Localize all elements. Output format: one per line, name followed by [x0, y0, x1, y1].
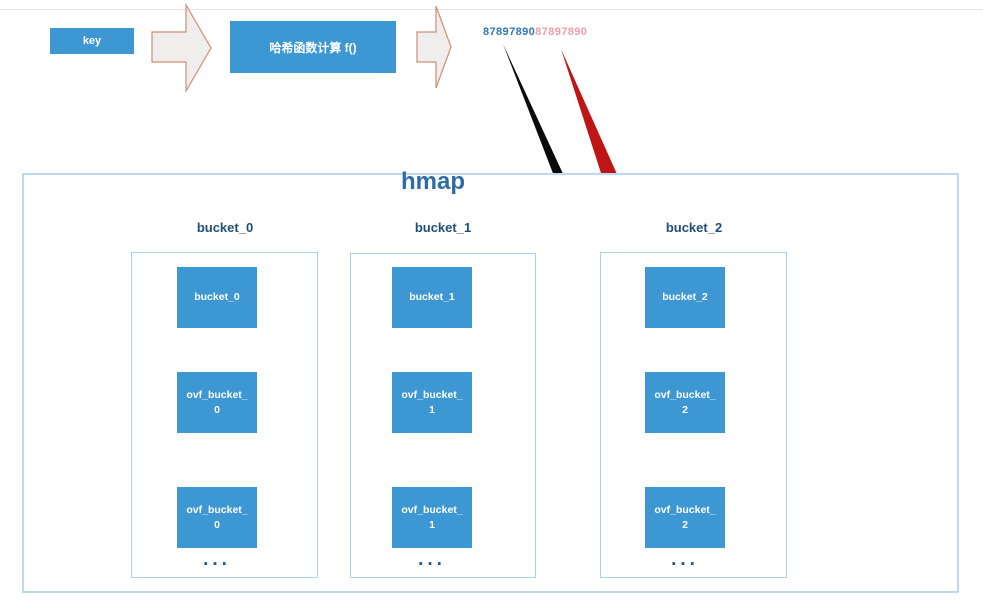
flow-arrow-1-icon [151, 2, 212, 94]
ellipsis-2: ... [671, 549, 699, 570]
hash-value-pink: 87897890 [535, 26, 588, 38]
ovf-bucket-box-2-1: ovf_bucket_ 2 [645, 372, 725, 433]
key-box: key [50, 28, 134, 54]
bucket-box-0: bucket_0 [177, 267, 257, 328]
hash-value: 8789789087897890 [483, 26, 587, 38]
bucket-column-label-0: bucket_0 [196, 220, 254, 235]
ovf-bucket-box-0-2: ovf_bucket_ 0 [177, 487, 257, 548]
hmap-title: hmap [400, 168, 465, 195]
ovf-bucket-box-2-2: ovf_bucket_ 2 [645, 487, 725, 548]
hash-value-blue: 87897890 [483, 26, 536, 38]
ovf-bucket-box-0-1: ovf_bucket_ 0 [177, 372, 257, 433]
key-label: key [82, 35, 102, 47]
ellipsis-0: ... [203, 549, 231, 570]
flow-arrow-2-icon [416, 5, 452, 89]
top-divider [0, 9, 983, 10]
bucket-column-label-2: bucket_2 [665, 220, 723, 235]
hash-function-box: 哈希函数计算 f() [230, 21, 396, 73]
ovf-bucket-box-1-1: ovf_bucket_ 1 [392, 372, 472, 433]
bucket-box-1: bucket_1 [392, 267, 472, 328]
ellipsis-1: ... [418, 549, 446, 570]
bucket-column-label-1: bucket_1 [414, 220, 472, 235]
bucket-box-2: bucket_2 [645, 267, 725, 328]
ovf-bucket-box-1-2: ovf_bucket_ 1 [392, 487, 472, 548]
hash-function-label: 哈希函数计算 f() [269, 40, 357, 55]
